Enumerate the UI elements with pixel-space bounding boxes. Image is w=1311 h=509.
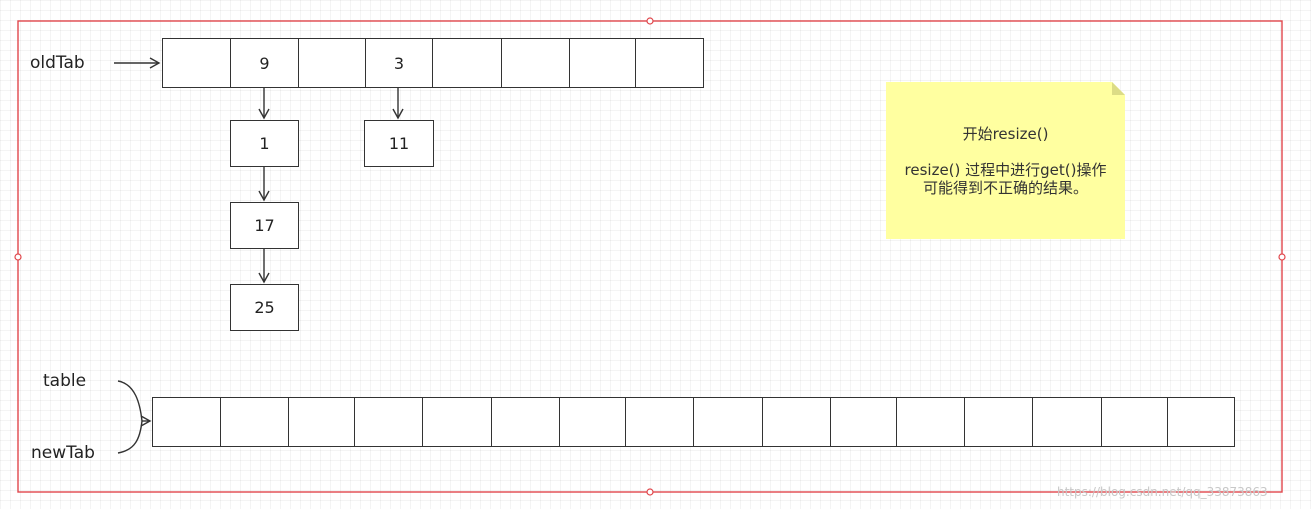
selection-handle-left[interactable]	[14, 253, 22, 261]
selection-handle-right[interactable]	[1278, 253, 1286, 261]
newtab-cell[interactable]	[422, 397, 492, 447]
selection-handle-top[interactable]	[646, 17, 654, 25]
oldtab-cell[interactable]	[635, 38, 704, 88]
oldtab-cell[interactable]	[298, 38, 366, 88]
oldtab-cell[interactable]	[162, 38, 231, 88]
oldtab-cell[interactable]	[569, 38, 636, 88]
oldtab-cell[interactable]	[432, 38, 502, 88]
oldtab-cell[interactable]: 3	[365, 38, 433, 88]
newtab-cell[interactable]	[964, 397, 1033, 447]
newtab-cell[interactable]	[559, 397, 626, 447]
newtab-cell[interactable]	[693, 397, 763, 447]
selection-handle-bottom[interactable]	[646, 488, 654, 496]
newtab-cell[interactable]	[288, 397, 355, 447]
newtab-cell[interactable]	[1032, 397, 1102, 447]
newtab-cell[interactable]	[830, 397, 897, 447]
chain-node-11[interactable]: 11	[364, 120, 434, 167]
sticky-note[interactable]	[886, 82, 1125, 239]
chain-node-25[interactable]: 25	[230, 284, 299, 331]
newtab-cell[interactable]	[625, 397, 694, 447]
watermark-url: https://blog.csdn.net/qq_33873863	[1057, 485, 1268, 499]
chain-node-17[interactable]: 17	[230, 202, 299, 249]
oldtab-label: oldTab	[30, 53, 85, 73]
curly-brace-connector-lower[interactable]	[117, 420, 143, 454]
note-line-1: resize() 过程中进行get()操作	[904, 160, 1107, 179]
newtab-cell[interactable]	[220, 397, 289, 447]
curly-brace-connector[interactable]	[117, 380, 143, 422]
note-title: 开始resize()	[962, 124, 1049, 143]
newtab-label: newTab	[31, 443, 95, 463]
chain-node-1[interactable]: 1	[230, 120, 299, 167]
table-label: table	[43, 371, 87, 391]
newtab-cell[interactable]	[354, 397, 423, 447]
newtab-cell[interactable]	[491, 397, 560, 447]
note-line-2: 可能得到不正确的结果。	[922, 178, 1088, 197]
newtab-cell[interactable]	[152, 397, 221, 447]
oldtab-cell[interactable]: 9	[230, 38, 299, 88]
sticky-note-content: 开始resize() resize() 过程中进行get()操作 可能得到不正确…	[886, 82, 1125, 239]
newtab-cell[interactable]	[1101, 397, 1168, 447]
newtab-cell[interactable]	[896, 397, 965, 447]
oldtab-cell[interactable]	[501, 38, 570, 88]
newtab-cell[interactable]	[1167, 397, 1235, 447]
newtab-cell[interactable]	[762, 397, 831, 447]
